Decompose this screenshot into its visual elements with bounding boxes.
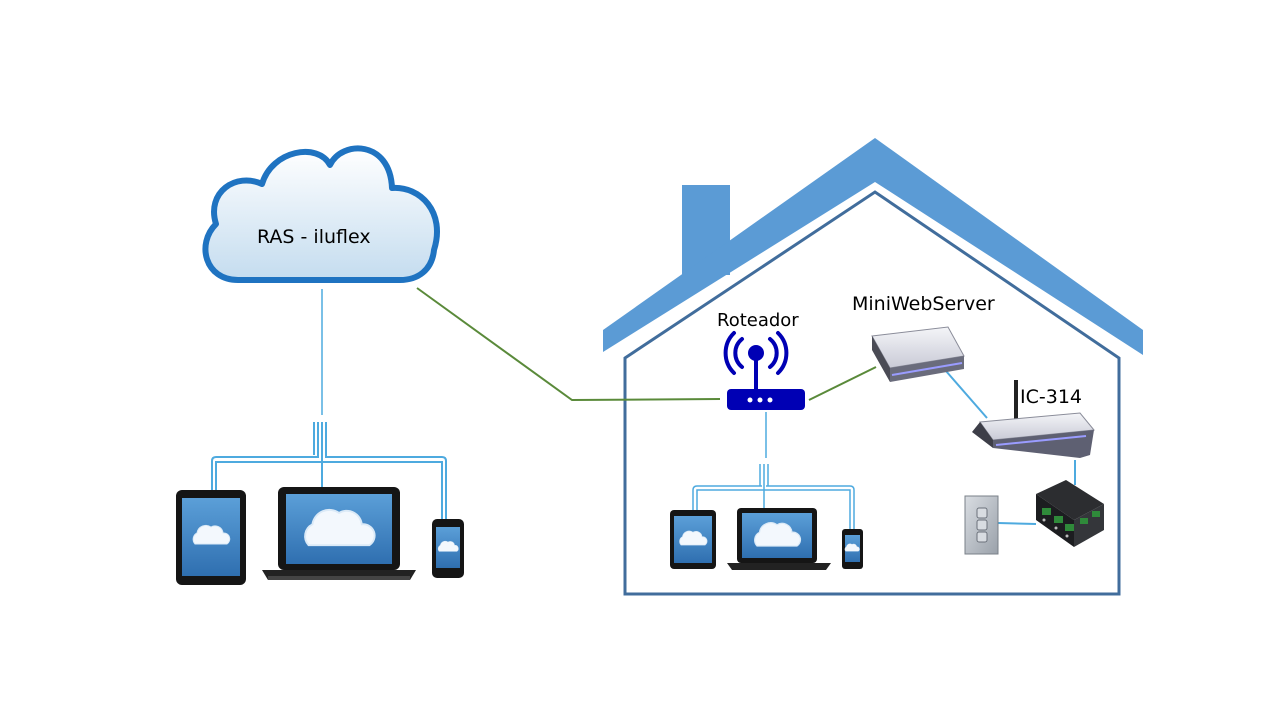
tablet-icon <box>670 510 716 569</box>
tablet-icon <box>176 490 246 585</box>
smartphone-icon <box>842 529 863 569</box>
laptop-icon <box>262 487 416 580</box>
wan-link <box>416 287 721 402</box>
router-label: Roteador <box>717 310 799 331</box>
wifi-router-icon <box>723 331 805 410</box>
cloud-icon <box>202 145 440 283</box>
mini-web-server-label: MiniWebServer <box>852 293 995 315</box>
house <box>603 138 1143 596</box>
smartphone-icon <box>432 519 464 578</box>
house-roof <box>603 138 1143 355</box>
switch-relay-link <box>997 522 1037 525</box>
controller-icon <box>972 380 1095 458</box>
relay-module-icon <box>1036 480 1104 547</box>
router-server-link <box>808 366 877 401</box>
wall-switch-icon <box>964 495 999 555</box>
connections <box>211 287 1076 530</box>
server-controller-link <box>945 370 988 419</box>
cloud-label: RAS - iluflex <box>257 226 371 248</box>
controller-label: IC-314 <box>1020 386 1082 408</box>
house-outline <box>623 190 1121 596</box>
server-icon <box>871 326 965 382</box>
laptop-icon <box>727 508 831 570</box>
